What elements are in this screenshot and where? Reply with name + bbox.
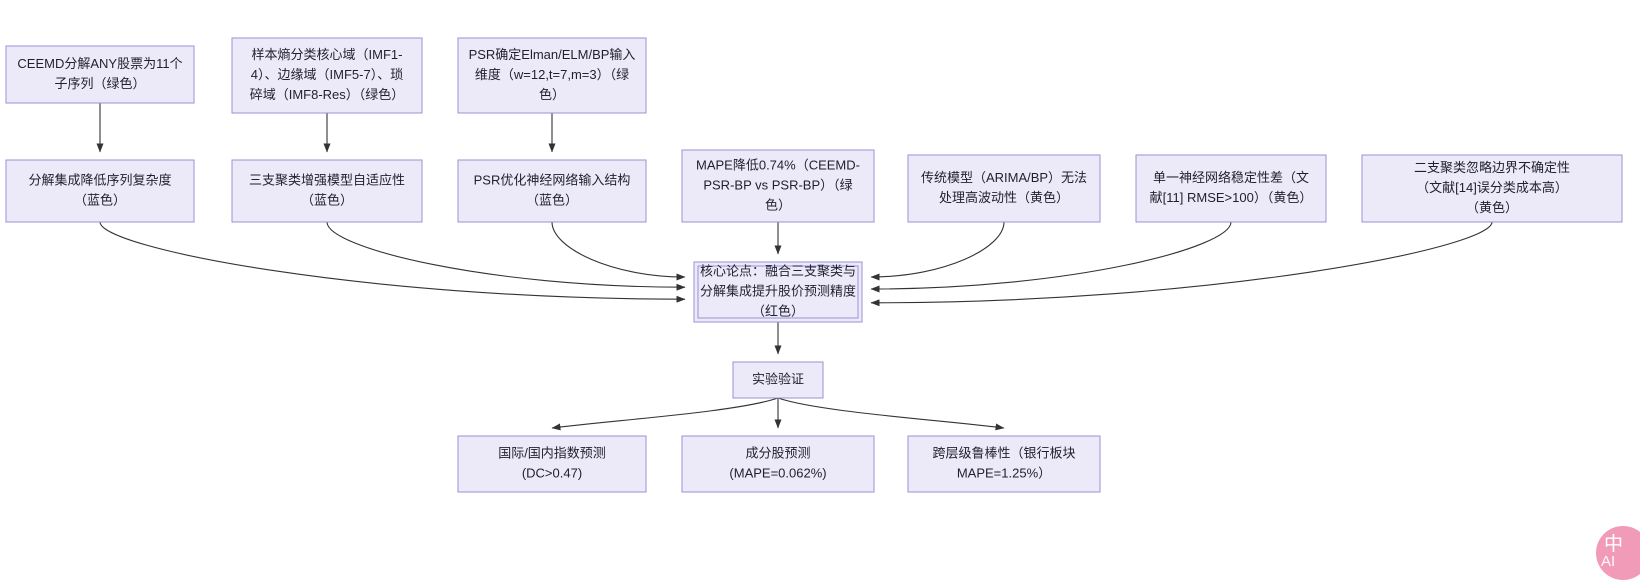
node-label-line: 国际/国内指数预测 <box>498 445 606 460</box>
node-psr-optimize-network-input[interactable]: PSR优化神经网络输入结构 （蓝色） <box>457 159 647 223</box>
node-box <box>5 159 195 223</box>
node-label-line: （黄色） <box>1466 200 1518 215</box>
node-label-line: （蓝色） <box>301 192 353 207</box>
node-mape-reduction-evidence[interactable]: MAPE降低0.74%（CEEMD- PSR-BP vs PSR-BP）（绿色） <box>681 149 875 223</box>
edge-layer <box>96 103 1493 431</box>
node-box <box>457 159 647 223</box>
edge-n12-n13 <box>551 397 779 431</box>
node-label-line: 核心论点：融合三支聚类与 <box>700 263 856 278</box>
node-label-line: PSR-BP vs PSR-BP）（绿 <box>703 177 852 192</box>
node-box <box>1361 154 1623 223</box>
node-box <box>907 154 1101 223</box>
node-box <box>907 435 1101 493</box>
node-label-line: 三支聚类增强模型自适应性 <box>249 172 405 187</box>
node-label-line: PSR确定Elman/ELM/BP输入 <box>469 47 636 62</box>
node-box <box>5 45 195 104</box>
node-label-line: 子序列（绿色） <box>54 76 145 91</box>
node-label-line: 传统模型（ARIMA/BP）无法 <box>921 170 1087 185</box>
edge-n12-n15 <box>777 397 1005 431</box>
node-label-line: （红色） <box>752 303 804 318</box>
node-single-network-instability[interactable]: 单一神经网络稳定性差（文献[11] RMSE>100）（黄色） <box>1135 154 1327 223</box>
watermark-badge: 中 AI <box>1596 526 1640 580</box>
node-sample-entropy-classify[interactable]: 样本熵分类核心域（IMF1- 4）、边缘域（IMF5-7）、琐碎域（IMF8-Re… <box>231 37 423 114</box>
node-label-line: 分解集成降低序列复杂度 <box>28 172 171 187</box>
edge-n10-n11 <box>870 221 1493 307</box>
node-label-line: 二支聚类忽略边界不确定性 <box>1414 160 1570 175</box>
node-label-line: 色） <box>765 197 791 212</box>
node-box <box>457 435 647 493</box>
edge-n5-n11 <box>326 221 686 291</box>
node-label-line: 处理高波动性（黄色） <box>939 190 1069 205</box>
node-box-emphasis-inner <box>697 265 859 319</box>
node-label-line: MAPE降低0.74%（CEEMD- <box>696 157 860 172</box>
node-two-way-clustering-limitation[interactable]: 二支聚类忽略边界不确定性 （文献[14]误分类成本高） （黄色） <box>1361 154 1623 223</box>
node-label-line: （文献[14]误分类成本高） <box>1416 180 1568 195</box>
node-label-line: 跨层级鲁棒性（银行板块 <box>932 445 1075 460</box>
node-box <box>231 159 423 223</box>
node-cross-level-robustness-result[interactable]: 跨层级鲁棒性（银行板块 MAPE=1.25%） <box>907 435 1101 493</box>
node-box <box>681 435 875 493</box>
node-label-line: （蓝色） <box>526 192 578 207</box>
node-label-line: 4）、边缘域（IMF5-7）、琐 <box>251 67 403 82</box>
node-box <box>732 361 824 399</box>
node-label-line: PSR优化神经网络输入结构 <box>474 172 631 187</box>
node-three-way-clustering-adaptivity[interactable]: 三支聚类增强模型自适应性 （蓝色） <box>231 159 423 223</box>
node-box <box>1135 154 1327 223</box>
node-label-line: (DC>0.47) <box>522 465 582 480</box>
node-label-line: 碎域（IMF8-Res）（绿色） <box>250 87 405 102</box>
watermark-glyph: 中 <box>1604 533 1624 555</box>
node-decompose-reduce-complexity[interactable]: 分解集成降低序列复杂度 （蓝色） <box>5 159 195 223</box>
node-label-line: 实验验证 <box>752 371 804 386</box>
node-box <box>681 149 875 223</box>
node-experiment-validation[interactable]: 实验验证 <box>732 361 824 399</box>
node-label-line: 分解集成提升股价预测精度 <box>700 283 856 298</box>
node-label-line: 色） <box>539 87 565 102</box>
node-label-line: 成分股预测 <box>745 445 810 460</box>
node-label-line: (MAPE=0.062%) <box>729 465 826 480</box>
node-label-line: 维度（w=12,t=7,m=3）（绿 <box>475 67 629 82</box>
node-box <box>231 37 423 114</box>
node-box <box>693 261 863 323</box>
node-label-line: 献[11] RMSE>100）（黄色） <box>1150 190 1313 205</box>
node-label-line: 样本熵分类核心域（IMF1- <box>252 47 403 62</box>
node-label-line: CEEMD分解ANY股票为11个 <box>17 56 182 71</box>
edge-n6-n11 <box>551 221 686 281</box>
watermark-sub: AI <box>1601 553 1616 570</box>
edge-n9-n11 <box>870 221 1232 293</box>
node-label-line: （蓝色） <box>74 192 126 207</box>
edge-n8-n11 <box>870 221 1005 281</box>
node-label-line: 单一神经网络稳定性差（文 <box>1153 170 1309 185</box>
node-index-forecast-result[interactable]: 国际/国内指数预测 (DC>0.47) <box>457 435 647 493</box>
node-label-line: MAPE=1.25%） <box>957 465 1051 480</box>
node-component-stock-forecast-result[interactable]: 成分股预测 (MAPE=0.062%) <box>681 435 875 493</box>
edge-n4-n11 <box>99 221 686 303</box>
node-box <box>457 37 647 114</box>
